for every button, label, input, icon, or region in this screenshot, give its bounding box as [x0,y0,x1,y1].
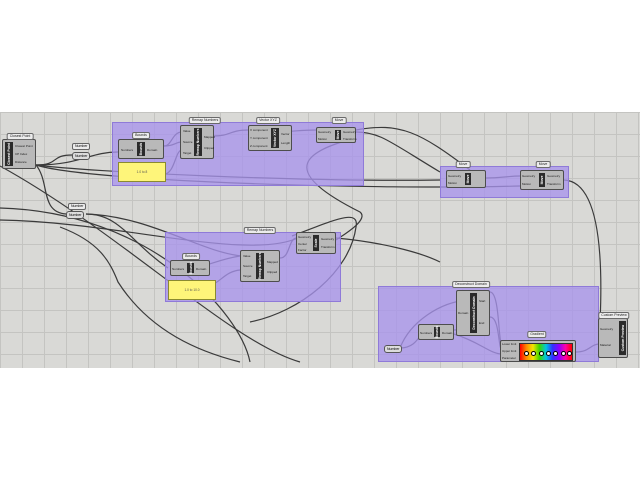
panel-2[interactable]: 1.0 to 10.0 [168,280,216,300]
group-title-move1: Move [331,117,347,124]
port-vector[interactable]: Vector [281,132,290,136]
panel-1-text: 1.0 to 8 [136,170,148,174]
closest-point-component[interactable]: Closest Point Closest Point Closest Poin… [2,133,36,169]
scale-core: Scale [313,235,319,251]
port-y-component[interactable]: Y component [250,136,268,140]
port-target-1[interactable]: Target [183,151,192,155]
vector-xyz-component[interactable]: X component Y component Z component Vect… [248,125,292,151]
port-motion-m2[interactable]: Motion [448,181,458,185]
port-lower-limit[interactable]: Lower limit [502,342,517,346]
group-title-remap2: Remap Numbers [243,227,277,234]
closest-point-title: Closest Point [6,133,34,140]
closest-point-core: Closest Point [5,142,13,166]
number-param-2[interactable]: Number [66,211,85,219]
gradient-swatch[interactable] [519,343,573,361]
port-numbers-2[interactable]: Numbers [172,267,185,271]
bounds-component-3[interactable]: Numbers Bounds Domain [418,324,454,340]
bounds-title-1: Bounds [132,132,150,139]
port-out-geometry-s[interactable]: Geometry [321,237,335,241]
group-title-gradient: Gradient [527,331,547,338]
port-closest-point[interactable]: Closest Point [15,144,33,148]
port-x-component[interactable]: X component [250,128,268,132]
port-cp-index[interactable]: CP Index [15,152,28,156]
port-numbers-1[interactable]: Numbers [121,148,134,152]
port-source-1[interactable]: Source [183,140,193,144]
port-numbers-3[interactable]: Numbers [420,331,433,335]
panel-1[interactable]: 1.0 to 8 [118,162,166,182]
port-factor-s[interactable]: Factor [298,248,307,252]
port-material-preview[interactable]: Material [600,343,611,347]
move-core-3: Move [539,173,545,187]
port-domain-in[interactable]: Domain [458,311,469,315]
bounds-core-2: Bounds [187,261,194,275]
number-tag-1: Number [72,143,91,150]
grasshopper-canvas[interactable]: Remap Numbers Vector XYZ Move Move Move … [0,112,640,368]
port-domain-2[interactable]: Domain [196,267,207,271]
port-motion-m3[interactable]: Motion [522,182,532,186]
port-upper-limit[interactable]: Upper limit [502,349,517,353]
move-component-1[interactable]: Geometry Motion Move Geometry Transform [316,127,357,143]
deconstruct-domain-component[interactable]: Domain Deconstruct Domain Start End [456,290,490,336]
port-value-1[interactable]: Value [183,129,191,133]
port-mapped-2[interactable]: Mapped [267,260,278,264]
bounds-core-1: Bounds [137,142,145,156]
group-title-remap: Remap Numbers [188,117,222,124]
gradient-component[interactable]: Lower limit Upper limit Parameter [500,340,576,362]
scale-component[interactable]: Geometry Center Factor Scale Geometry Tr… [296,232,336,254]
vector-core: Vector XYZ [271,128,279,148]
bounds-core-3: Bounds [434,325,440,339]
port-target-2[interactable]: Target [243,274,252,278]
port-center-s[interactable]: Center [298,242,308,246]
port-distance[interactable]: Distance [15,160,27,164]
move-core-2: Move [465,173,471,185]
remap-component-2[interactable]: Value Source Target Remap Numbers Mapped… [240,250,280,282]
bounds-component-2[interactable]: Bounds Numbers Bounds Domain [170,253,210,276]
group-title-deconstruct: Deconstruct Domain [452,281,490,288]
remap-core-1: Remap Numbers [194,128,202,156]
bounds-component-1[interactable]: Bounds Numbers Bounds Domain [118,132,164,159]
port-length[interactable]: Length [281,141,291,145]
number-tag-2: Number [68,203,87,210]
port-source-2[interactable]: Source [243,264,253,268]
port-geometry-m2[interactable]: Geometry [448,174,462,178]
port-z-component[interactable]: Z component [250,144,268,148]
port-geometry-m1[interactable]: Geometry [318,130,332,134]
bounds-title-2: Bounds [182,253,200,260]
port-transform-m1[interactable]: Transform [343,137,357,141]
deconstruct-core: Deconstruct Domain [470,293,477,333]
port-mapped-1[interactable]: Mapped [204,135,215,139]
port-transform-s[interactable]: Transform [321,245,335,249]
group-title-vector: Vector XYZ [256,117,280,124]
port-geometry-preview[interactable]: Geometry [600,327,614,331]
custom-preview-component[interactable]: Custom Preview Geometry Material Custom … [598,312,630,358]
port-clipped-1[interactable]: Clipped [204,146,215,150]
port-domain-1[interactable]: Domain [147,148,158,152]
port-parameter[interactable]: Parameter [502,356,517,360]
custom-preview-core: Custom Preview [619,321,626,355]
port-geometry-s[interactable]: Geometry [298,235,312,239]
panel-2-text: 1.0 to 10.0 [184,288,200,292]
port-out-geometry-m3[interactable]: Geometry [547,174,561,178]
move-component-2[interactable]: Geometry Motion Move [446,170,486,188]
number-param-1[interactable]: Number [72,152,91,160]
move-component-3[interactable]: Geometry Motion Move Geometry Transform [520,170,564,190]
port-clipped-2[interactable]: Clipped [267,270,278,274]
custom-preview-title: Custom Preview [598,312,630,319]
remap-core-2: Remap Numbers [256,252,264,280]
port-transform-m3[interactable]: Transform [547,182,561,186]
port-out-geometry-m1[interactable]: Geometry [343,130,357,134]
group-title-move2: Move [455,161,471,168]
remap-component-1[interactable]: Value Source Target Remap Numbers Mapped… [180,125,215,159]
port-start[interactable]: Start [479,299,486,303]
port-motion-m1[interactable]: Motion [318,137,328,141]
port-domain-3[interactable]: Domain [442,331,453,335]
number-param-3[interactable]: Number [384,345,403,353]
port-end[interactable]: End [479,321,485,325]
port-geometry-m3[interactable]: Geometry [522,174,536,178]
port-value-2[interactable]: Value [243,254,251,258]
group-title-move3: Move [535,161,551,168]
move-core-1: Move [335,130,341,140]
